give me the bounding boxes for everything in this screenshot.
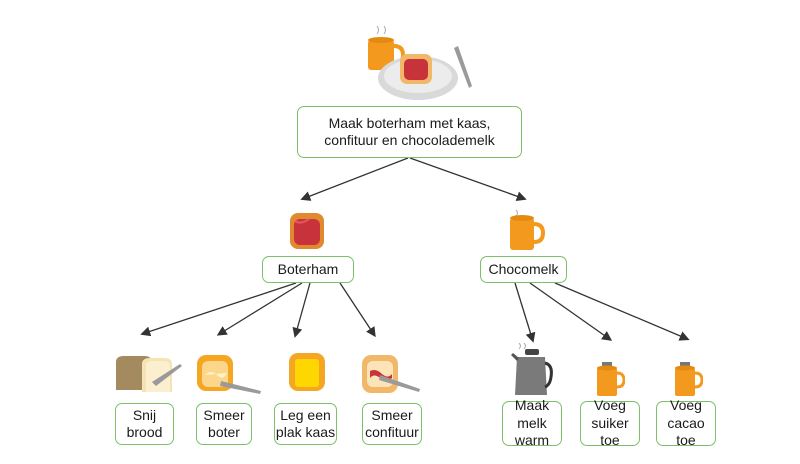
node-boterham: Boterham (262, 256, 354, 283)
node-leg-kaas-line1: Leg een (280, 406, 331, 423)
node-chocomelk-label: Chocomelk (488, 260, 559, 277)
node-voeg-cacao-line2: cacao (667, 414, 705, 431)
node-snij-brood-line2: brood (126, 424, 163, 440)
arrow-chocomelk-cacao (554, 282, 690, 341)
arrow-root-chocomelk (409, 157, 527, 202)
arrow-boterham-boter (216, 282, 303, 336)
jam-toast-icon (362, 355, 420, 393)
arrow-boterham-confituur (339, 282, 376, 338)
root-label-line1: Maak boterham met kaas, (328, 114, 491, 131)
arrow-chocomelk-melk (514, 282, 536, 343)
node-smeer-confituur-line2: confituur (365, 424, 419, 440)
arrow-chocomelk-suiker (529, 282, 613, 341)
jam-sandwich-icon (290, 213, 324, 249)
node-smeer-boter-line2: boter (208, 424, 240, 440)
root-label-line2: confituur en chocolademelk (324, 132, 495, 148)
breakfast-plate-icon (368, 26, 472, 100)
arrow-root-boterham (300, 157, 409, 201)
node-snij-brood-line1: Snij (132, 406, 157, 423)
node-leg-kaas: Leg een plak kaas (274, 403, 337, 445)
node-chocomelk: Chocomelk (480, 256, 567, 283)
cacao-mug-icon (675, 362, 703, 396)
node-smeer-boter: Smeer boter (196, 403, 252, 445)
node-voeg-suiker-line3: toe (600, 432, 620, 449)
butter-toast-icon (197, 355, 261, 394)
node-leg-kaas-line2: plak kaas (275, 424, 336, 440)
node-maak-melk-warm: Maak melk warm (502, 397, 562, 448)
node-voeg-suiker-line2: suiker (591, 414, 629, 431)
node-voeg-cacao-line1: Voeg (670, 397, 702, 414)
root-node: Maak boterham met kaas, confituur en cho… (297, 106, 522, 158)
bread-loaf-icon (116, 356, 182, 392)
orange-mug-icon (510, 210, 546, 250)
node-smeer-confituur-line1: Smeer (371, 406, 413, 423)
arrow-boterham-kaas (292, 282, 311, 338)
node-maak-melk-warm-line2: melk (517, 414, 547, 431)
sugar-mug-icon (597, 362, 625, 396)
node-voeg-suiker-line1: Voeg (594, 397, 626, 414)
kettle-icon (511, 343, 553, 395)
node-smeer-boter-line1: Smeer (203, 406, 245, 423)
node-maak-melk-warm-line3: warm (514, 432, 550, 449)
cheese-toast-icon (289, 353, 325, 391)
node-boterham-label: Boterham (277, 260, 339, 277)
arrow-boterham-snij (140, 282, 297, 337)
node-maak-melk-warm-line1: Maak (514, 397, 550, 414)
node-voeg-cacao: Voeg cacao toe (656, 397, 716, 448)
node-smeer-confituur: Smeer confituur (362, 403, 422, 445)
node-voeg-suiker: Voeg suiker toe (580, 397, 640, 448)
node-voeg-cacao-line3: toe (676, 432, 696, 449)
node-snij-brood: Snij brood (115, 403, 174, 445)
